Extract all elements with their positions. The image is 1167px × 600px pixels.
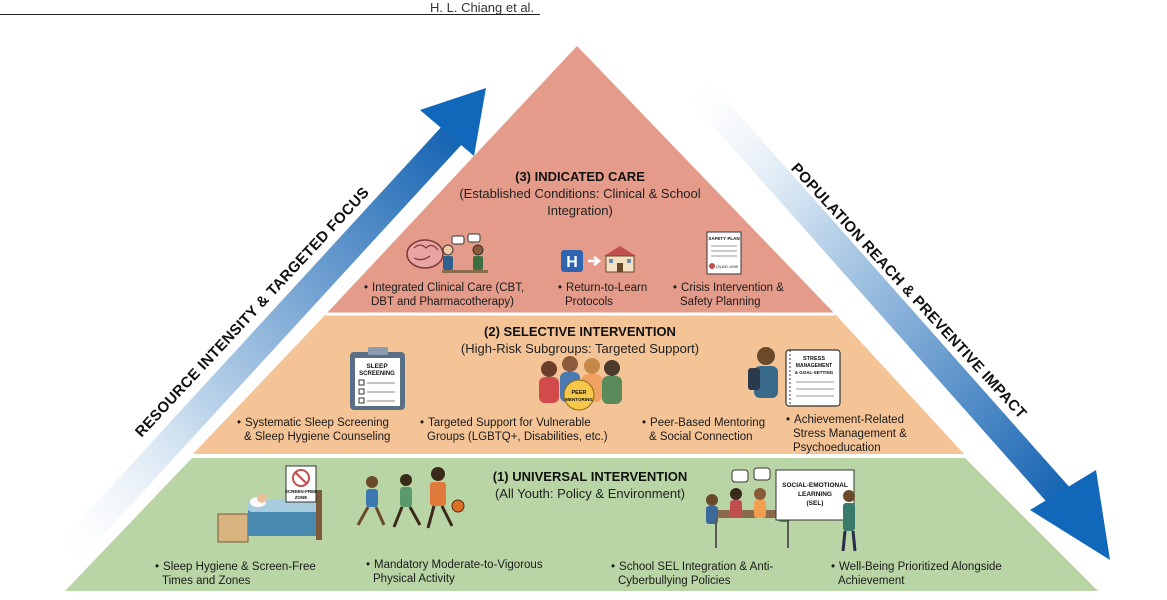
screen-free-zone-sign-icon: SCREEN-FREE ZONE <box>285 465 317 503</box>
universal-item-sel-integration: •School SEL Integration & Anti- Cyberbul… <box>611 561 774 587</box>
selective-item-vulnerable-groups: •Targeted Support for Vulnerable Groups … <box>420 417 608 443</box>
runners-icon <box>356 467 465 529</box>
sleep-screening-clipboard-icon: SLEEP SCREENING <box>350 347 405 410</box>
tier-universal-title: (1) UNIVERSAL INTERVENTION <box>492 469 688 484</box>
right-arrow-head <box>1030 470 1110 560</box>
header-author: H. L. Chiang et al. <box>430 0 535 15</box>
universal-item-physical-activity: •Mandatory Moderate-to-Vigorous Physical… <box>366 559 543 585</box>
selective-item-stress-management: •Achievement-Related Stress Management &… <box>786 414 907 454</box>
teacher-icon: SOCIAL-EMOTIONAL LEARNING (SEL) <box>775 469 857 552</box>
left-arrow <box>62 88 486 558</box>
tier-universal-subtitle: (All Youth: Policy & Environment) <box>494 486 686 501</box>
sel-label-3: (SEL) <box>807 500 824 507</box>
left-arrow-shaft <box>62 124 464 558</box>
safety-plan-title: SAFETY PLAN <box>708 236 739 241</box>
stress-notebook-icon: STRESS MANAGEMENT & GOAL-SETTING <box>785 349 841 407</box>
tier-indicated-subtitle-1: (Established Conditions: Clinical & Scho… <box>459 186 701 201</box>
tier-selective-subtitle: (High-Risk Subgroups: Targeted Support) <box>460 341 700 356</box>
indicated-item-clinical-care: •Integrated Clinical Care (CBT, DBT and … <box>364 282 525 308</box>
tier-selective-title: (2) SELECTIVE INTERVENTION <box>484 324 676 339</box>
sleep-label-2: SCREENING <box>359 371 395 377</box>
peer-group-icon: PEER MENTORING <box>539 356 622 411</box>
safety-plan-icon: SAFETY PLAN (3)100-1999 <box>706 231 742 275</box>
peer-label-1: PEER <box>572 390 587 396</box>
stress-label-2: MANAGEMENT <box>796 363 832 369</box>
screen-free-label-1: SCREEN-FREE <box>285 489 317 494</box>
tier-indicated-subtitle-2: Integration) <box>547 203 613 218</box>
right-arrow <box>690 82 1110 560</box>
header-rule <box>0 14 540 15</box>
safety-plan-number: (3)100-1999 <box>716 264 739 269</box>
student-backpack-icon <box>748 347 778 398</box>
screen-free-label-2: ZONE <box>295 495 308 500</box>
sel-label-1: SOCIAL-EMOTIONAL <box>782 482 848 489</box>
selective-item-sleep-screening: •Systematic Sleep Screening & Sleep Hygi… <box>237 417 391 443</box>
peer-label-2: MENTORING <box>565 397 593 402</box>
bed-sleep-icon <box>217 490 322 543</box>
hospital-letter: H <box>566 254 578 271</box>
sleep-label-1: SLEEP <box>366 363 388 370</box>
stress-label-3: & GOAL-SETTING <box>795 370 834 375</box>
selective-item-peer-mentoring: •Peer-Based Mentoring & Social Connectio… <box>642 417 766 443</box>
indicated-item-crisis: •Crisis Intervention & Safety Planning <box>673 282 784 308</box>
left-arrow-head <box>420 88 486 156</box>
hospital-to-school-icon: H <box>561 246 636 273</box>
tier-indicated-title: (3) INDICATED CARE <box>515 169 645 184</box>
universal-item-well-being: •Well-Being Prioritized Alongside Achiev… <box>831 561 1002 587</box>
universal-item-sleep-hygiene: •Sleep Hygiene & Screen-Free Times and Z… <box>155 561 316 587</box>
stress-label-1: STRESS <box>803 356 825 362</box>
brain-therapy-icon <box>406 233 488 273</box>
indicated-item-return-to-learn: •Return-to-Learn Protocols <box>558 282 648 308</box>
right-arrow-shaft <box>690 82 1072 508</box>
sel-label-2: LEARNING <box>798 491 832 498</box>
